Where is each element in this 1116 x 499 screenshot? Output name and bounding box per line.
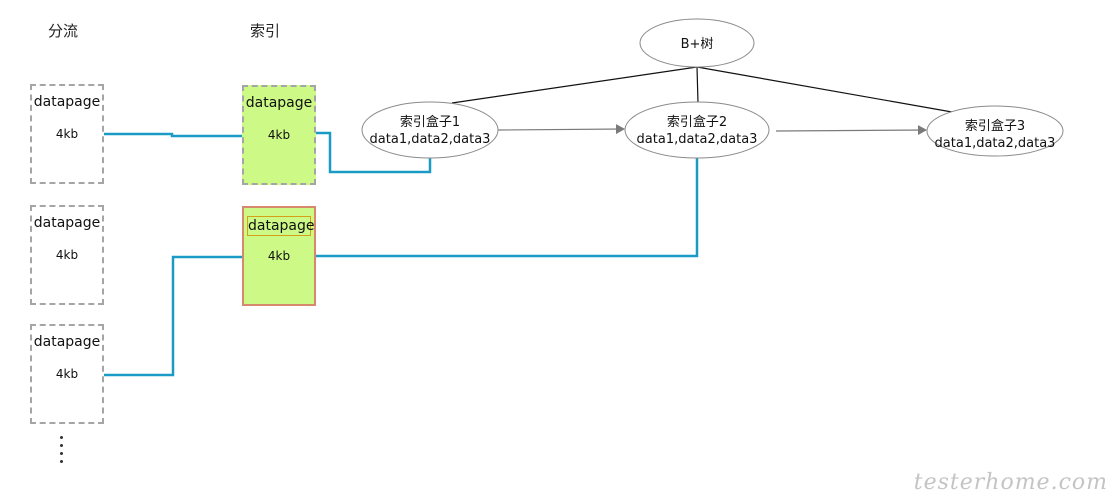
datapage-label: datapage: [33, 215, 101, 231]
datapage-label: datapage: [245, 95, 313, 111]
index-box-1[interactable]: [361, 101, 499, 159]
link-index2-to-box2: [316, 153, 699, 258]
split-heading: 分流: [48, 22, 79, 40]
link-split3-to-index2: [104, 255, 242, 377]
index-box-2-name: 索引盒子2: [667, 114, 727, 130]
index-box-3-name: 索引盒子3: [965, 118, 1025, 134]
datapage-size: 4kb: [267, 249, 291, 263]
datapage-label: datapage: [33, 94, 101, 110]
index-heading: 索引: [250, 22, 281, 40]
datapage-label[interactable]: datapage: [247, 216, 315, 236]
split-datapage-1[interactable]: datapage 4kb: [30, 84, 104, 184]
split-datapage-2[interactable]: datapage 4kb: [30, 205, 104, 305]
index-box-1-name: 索引盒子1: [400, 114, 460, 130]
edge-root-to-box2: [696, 66, 699, 104]
btree-root-label: B+树: [681, 37, 714, 52]
index-box-2-data: data1,data2,data3: [637, 132, 758, 147]
split-datapage-3[interactable]: datapage 4kb: [30, 324, 104, 424]
site-watermark: testerhome.com: [913, 470, 1108, 495]
arrow-box2-to-box3: [775, 125, 927, 136]
datapage-size: 4kb: [267, 128, 291, 142]
btree-root-node[interactable]: [639, 18, 755, 68]
index-box-3-data: data1,data2,data3: [935, 136, 1056, 151]
edge-root-to-box1: [451, 66, 698, 104]
index-box-3[interactable]: [926, 105, 1064, 157]
index-datapage-2-selected[interactable]: datapage 4kb: [242, 206, 316, 306]
index-datapage-1[interactable]: datapage 4kb: [242, 85, 316, 185]
index-box-2[interactable]: [624, 101, 770, 159]
edge-root-to-box3: [696, 66, 953, 113]
link-split1-to-index1: [104, 132, 242, 138]
datapage-size: 4kb: [55, 367, 79, 381]
link-index1-to-box1: [316, 131, 432, 174]
index-box-1-data: data1,data2,data3: [370, 132, 491, 147]
more-pages-ellipsis: [57, 436, 65, 468]
datapage-size: 4kb: [55, 127, 79, 141]
datapage-size: 4kb: [55, 248, 79, 262]
arrow-box1-to-box2: [497, 124, 625, 135]
datapage-label: datapage: [33, 334, 101, 350]
